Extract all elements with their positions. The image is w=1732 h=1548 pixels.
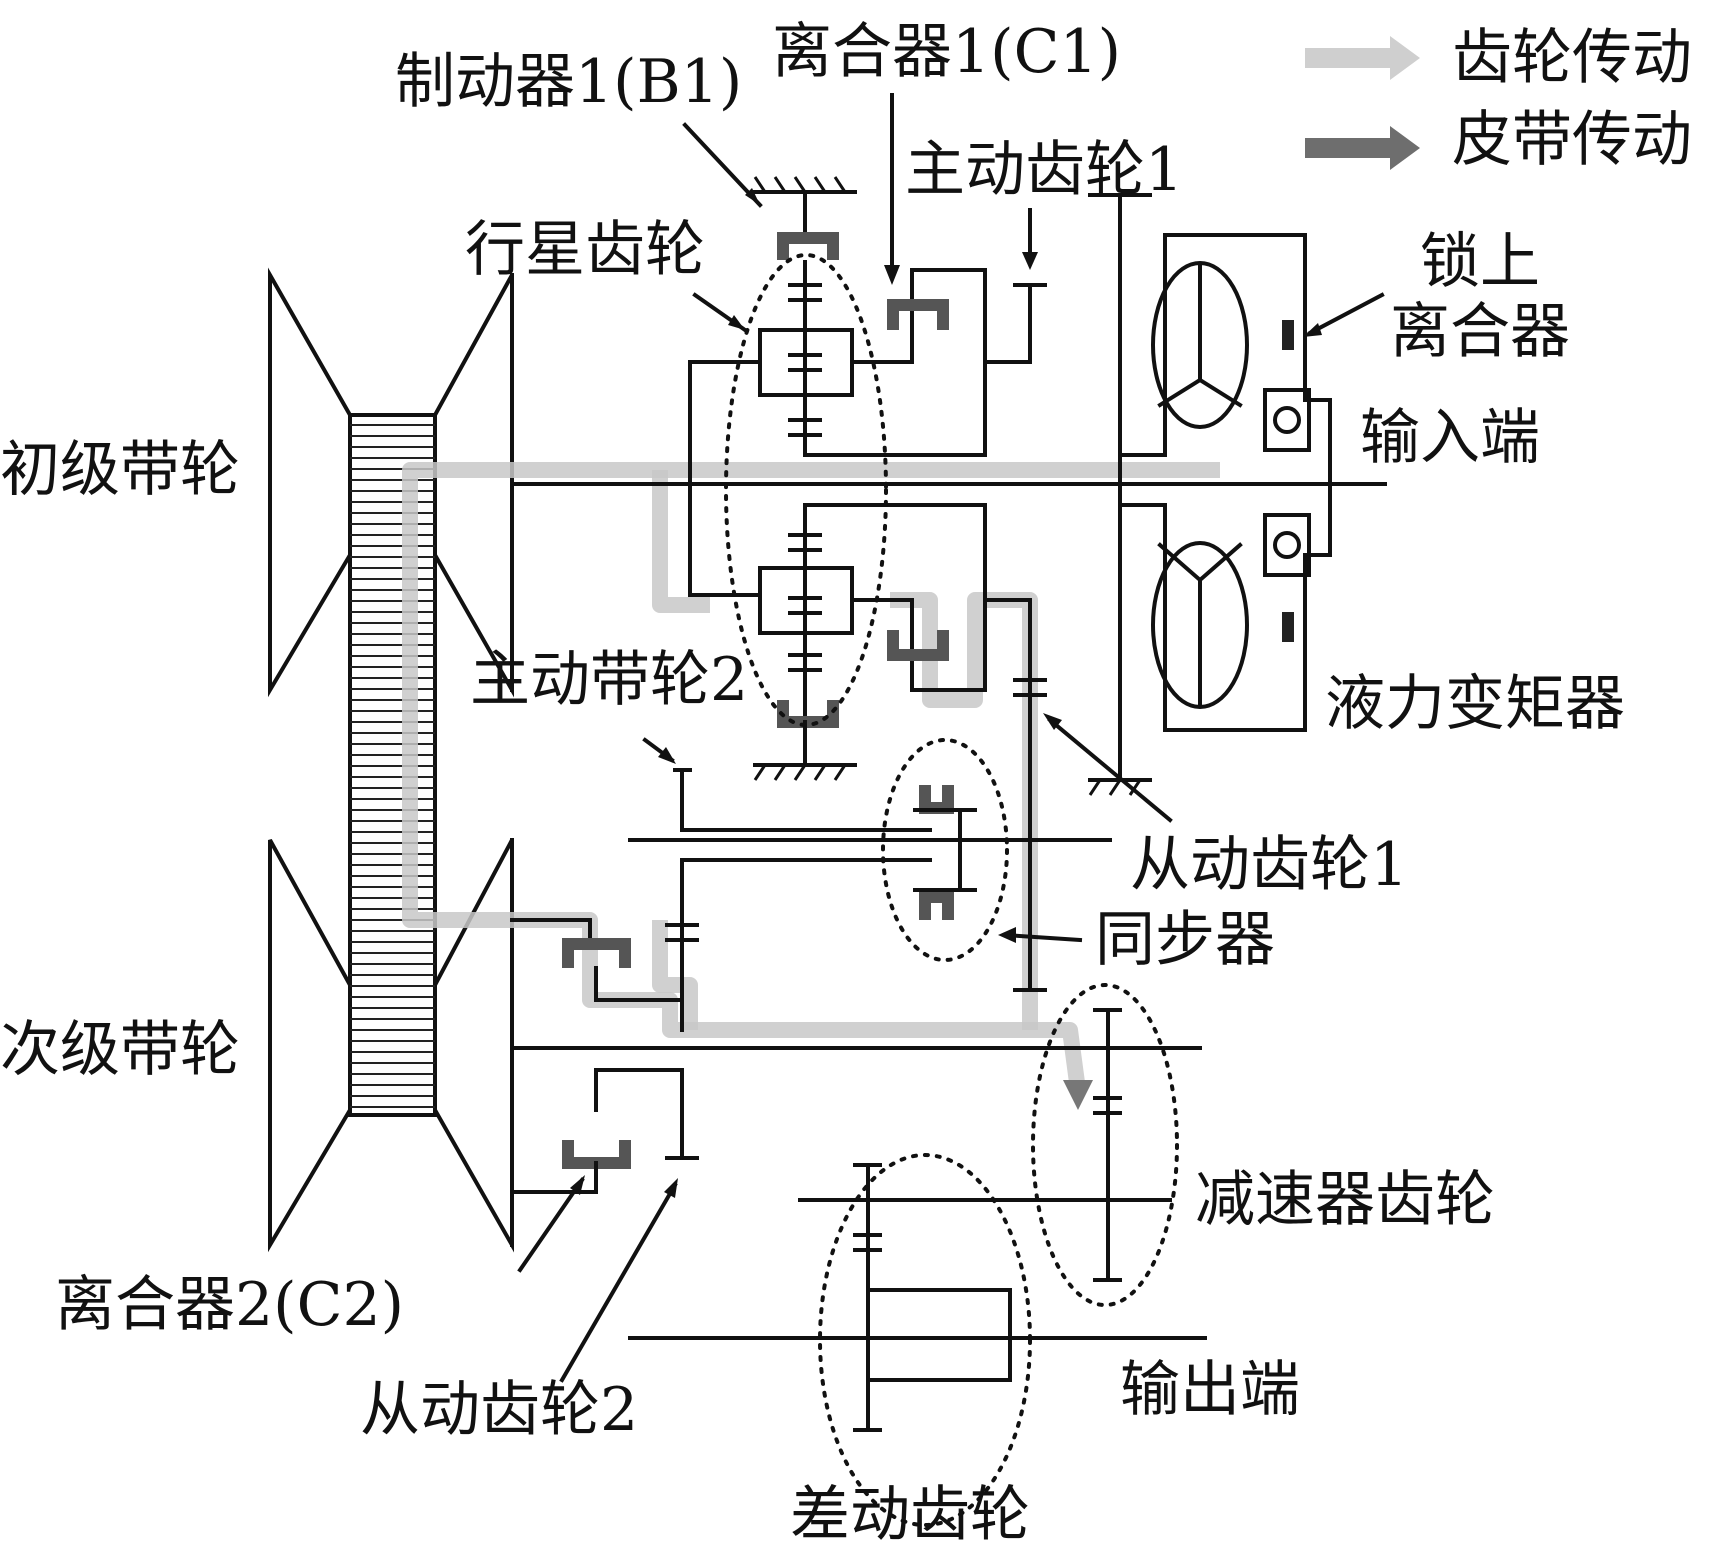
legend-belt-drive: 皮带传动 <box>1305 105 1692 175</box>
clutch2-icon <box>562 1140 631 1169</box>
clutch1-lower-icon <box>887 630 949 661</box>
driven-gear1 <box>983 598 1047 992</box>
belt-drive-path <box>1063 1080 1093 1110</box>
drive-pulley2-gearing <box>665 768 932 1032</box>
legend: 齿轮传动 皮带传动 <box>1305 23 1692 175</box>
belt-stripes <box>350 424 435 1108</box>
legend-gear-drive: 齿轮传动 <box>1305 23 1692 93</box>
label-lockup-clutch-line2: 离合器 <box>1390 297 1570 367</box>
primary-pulley-right-sheave <box>433 274 514 698</box>
gear-drive-arrow-icon <box>1305 36 1420 80</box>
synchronizer-top-icon <box>919 785 954 814</box>
label-planetary-gear: 行星齿轮 <box>465 215 705 285</box>
differential-gear <box>818 1153 1032 1527</box>
legend-gear-drive-label: 齿轮传动 <box>1452 23 1692 93</box>
synchronizer-bottom-icon <box>919 891 954 920</box>
label-secondary-pulley: 次级带轮 <box>0 1015 240 1085</box>
secondary-pulley-left-sheave <box>268 839 352 1253</box>
torque-converter <box>1088 193 1332 796</box>
legend-belt-drive-label: 皮带传动 <box>1452 105 1692 175</box>
synchronizer-marker <box>881 738 1009 962</box>
belt-drive-arrow-head <box>1063 1080 1093 1110</box>
label-torque-converter: 液力变矩器 <box>1325 669 1625 739</box>
reducer-gear <box>1031 983 1179 1307</box>
label-differential-gear: 差动齿轮 <box>790 1480 1030 1548</box>
clutch1-icon <box>887 299 949 330</box>
label-brake1: 制动器1(B1) <box>395 47 742 117</box>
label-lockup-clutch-line1: 锁上 <box>1420 227 1540 297</box>
reducer-gear-marker <box>1031 983 1179 1307</box>
lockup-clutch-icon <box>1282 320 1294 350</box>
differential-gear-marker <box>818 1153 1032 1527</box>
brake1-icon <box>777 232 839 260</box>
label-synchronizer: 同步器 <box>1095 905 1275 975</box>
planetary-gear-set <box>688 176 1047 781</box>
clutch2-group <box>510 918 699 1194</box>
label-drive-gear1: 主动齿轮1 <box>905 135 1183 205</box>
drive-belt <box>348 413 437 1117</box>
label-driven-gear2: 从动齿轮2 <box>360 1375 638 1445</box>
label-clutch1: 离合器1(C1) <box>772 17 1121 87</box>
label-output-end: 输出端 <box>1120 1355 1300 1425</box>
label-drive-pulley2: 主动带轮2 <box>470 645 748 715</box>
label-driven-gear1: 从动齿轮1 <box>1130 830 1408 900</box>
planetary-gear-marker <box>724 253 888 727</box>
pointer-arrows <box>517 93 1385 1383</box>
label-reducer-gear: 减速器齿轮 <box>1195 1165 1495 1235</box>
label-input-end: 输入端 <box>1360 403 1540 473</box>
secondary-pulley-right-sheave <box>433 839 514 1253</box>
primary-pulley-left-sheave <box>268 267 352 698</box>
labels: 制动器1(B1) 离合器1(C1) 主动齿轮1 行星齿轮 初级带轮 次级带轮 锁… <box>0 17 1625 1548</box>
label-clutch2: 离合器2(C2) <box>55 1270 404 1340</box>
belt-drive-arrow-icon <box>1305 126 1420 170</box>
label-primary-pulley: 初级带轮 <box>0 435 240 505</box>
synchronizer <box>881 738 1009 962</box>
clutch2-top-icon <box>562 938 631 968</box>
